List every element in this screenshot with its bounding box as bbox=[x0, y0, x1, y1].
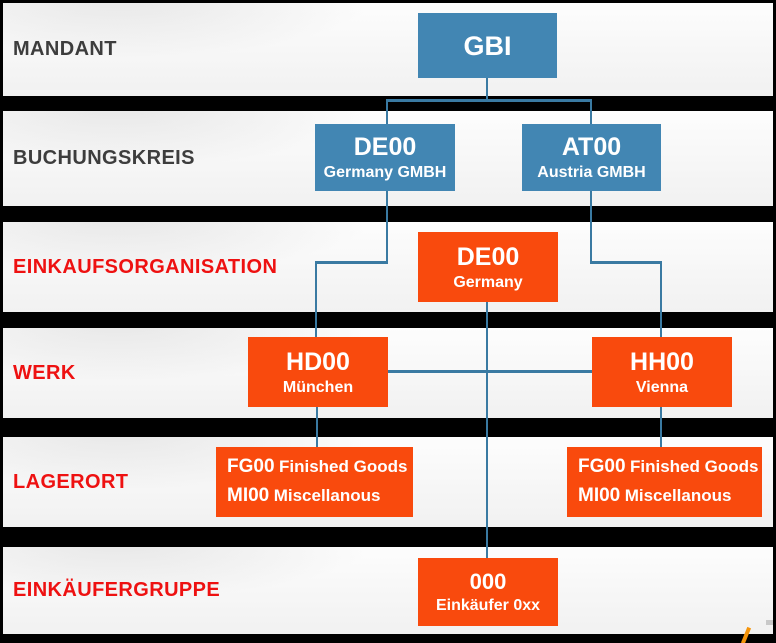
box-de00-subtitle: Germany GMBH bbox=[323, 164, 447, 181]
storage-text: Finished Goods bbox=[278, 457, 408, 476]
storage-row: FG00 Finished Goods bbox=[578, 453, 758, 482]
connector-at00-down bbox=[590, 191, 592, 264]
box-at00-code: AT00 bbox=[561, 133, 622, 161]
connector-hd00-hh00 bbox=[388, 370, 592, 373]
box-buchungskreis-de00: DE00 Germany GMBH bbox=[315, 124, 455, 191]
box-hd00-code: HD00 bbox=[286, 347, 350, 376]
storage-code: FG00 bbox=[227, 456, 275, 477]
box-000-subtitle: Einkäufer 0xx bbox=[435, 596, 541, 614]
row-label-einkaeufergruppe: EINKÄUFERGRUPPE bbox=[13, 579, 221, 601]
connector-de00-down bbox=[386, 191, 388, 264]
corner-mark bbox=[766, 620, 773, 625]
storage-code: MI00 bbox=[227, 485, 270, 506]
storage-text: Finished Goods bbox=[629, 457, 759, 476]
band-mandant: MANDANT bbox=[3, 3, 773, 96]
connector-to-hh00 bbox=[660, 261, 662, 337]
box-einkaufsorg-de00-code: DE00 bbox=[456, 242, 520, 271]
row-label-einkaufsorganisation: EINKAUFSORGANISATION bbox=[13, 255, 278, 278]
storage-code: MI00 bbox=[578, 485, 621, 506]
box-einkaufsorg-de00: DE00 Germany bbox=[418, 232, 558, 302]
box-einkaufsorg-de00-subtitle: Germany bbox=[453, 273, 523, 291]
row-label-werk: WERK bbox=[13, 361, 76, 384]
row-label-lagerort: LAGERORT bbox=[13, 470, 129, 493]
connector-to-at00 bbox=[590, 99, 592, 125]
connector-center-spine bbox=[486, 302, 488, 558]
box-werk-hh00: HH00 Vienna bbox=[592, 337, 732, 407]
connector-at00-bend bbox=[590, 261, 662, 264]
box-at00-subtitle: Austria GMBH bbox=[537, 164, 646, 181]
row-label-buchungskreis: BUCHUNGSKREIS bbox=[13, 147, 195, 169]
connector-branch-top bbox=[386, 99, 592, 102]
box-de00-code: DE00 bbox=[353, 133, 417, 161]
storage-code: FG00 bbox=[578, 456, 626, 477]
connector-hd00-down bbox=[316, 407, 318, 447]
storage-row: MI00 Miscellanous bbox=[227, 482, 380, 511]
connector-gbi-down bbox=[486, 78, 488, 101]
connector-to-hd00 bbox=[315, 261, 317, 337]
box-hd00-subtitle: München bbox=[282, 378, 354, 396]
connector-to-de00 bbox=[386, 99, 388, 125]
connector-hh00-down bbox=[660, 407, 662, 447]
box-buchungskreis-at00: AT00 Austria GMBH bbox=[522, 124, 661, 191]
storage-row: MI00 Miscellanous bbox=[578, 482, 731, 511]
box-lagerort-right: FG00 Finished Goods MI00 Miscellanous bbox=[567, 447, 762, 517]
box-lagerort-left: FG00 Finished Goods MI00 Miscellanous bbox=[216, 447, 413, 517]
storage-text: Miscellanous bbox=[624, 486, 732, 505]
row-label-mandant: MANDANT bbox=[13, 38, 117, 60]
storage-text: Miscellanous bbox=[273, 486, 381, 505]
box-hh00-code: HH00 bbox=[630, 347, 694, 376]
box-einkaeufergruppe-000: 000 Einkäufer 0xx bbox=[418, 558, 558, 626]
box-gbi-code: GBI bbox=[463, 30, 512, 61]
box-werk-hd00: HD00 München bbox=[248, 337, 388, 407]
band-einkaeufergruppe: EINKÄUFERGRUPPE bbox=[3, 547, 773, 634]
storage-row: FG00 Finished Goods bbox=[227, 453, 407, 482]
band-einkaufsorganisation: EINKAUFSORGANISATION bbox=[3, 222, 773, 312]
box-hh00-subtitle: Vienna bbox=[635, 378, 689, 396]
box-gbi: GBI bbox=[418, 13, 557, 78]
box-000-code: 000 bbox=[469, 568, 507, 594]
connector-de00-bend bbox=[315, 261, 388, 264]
